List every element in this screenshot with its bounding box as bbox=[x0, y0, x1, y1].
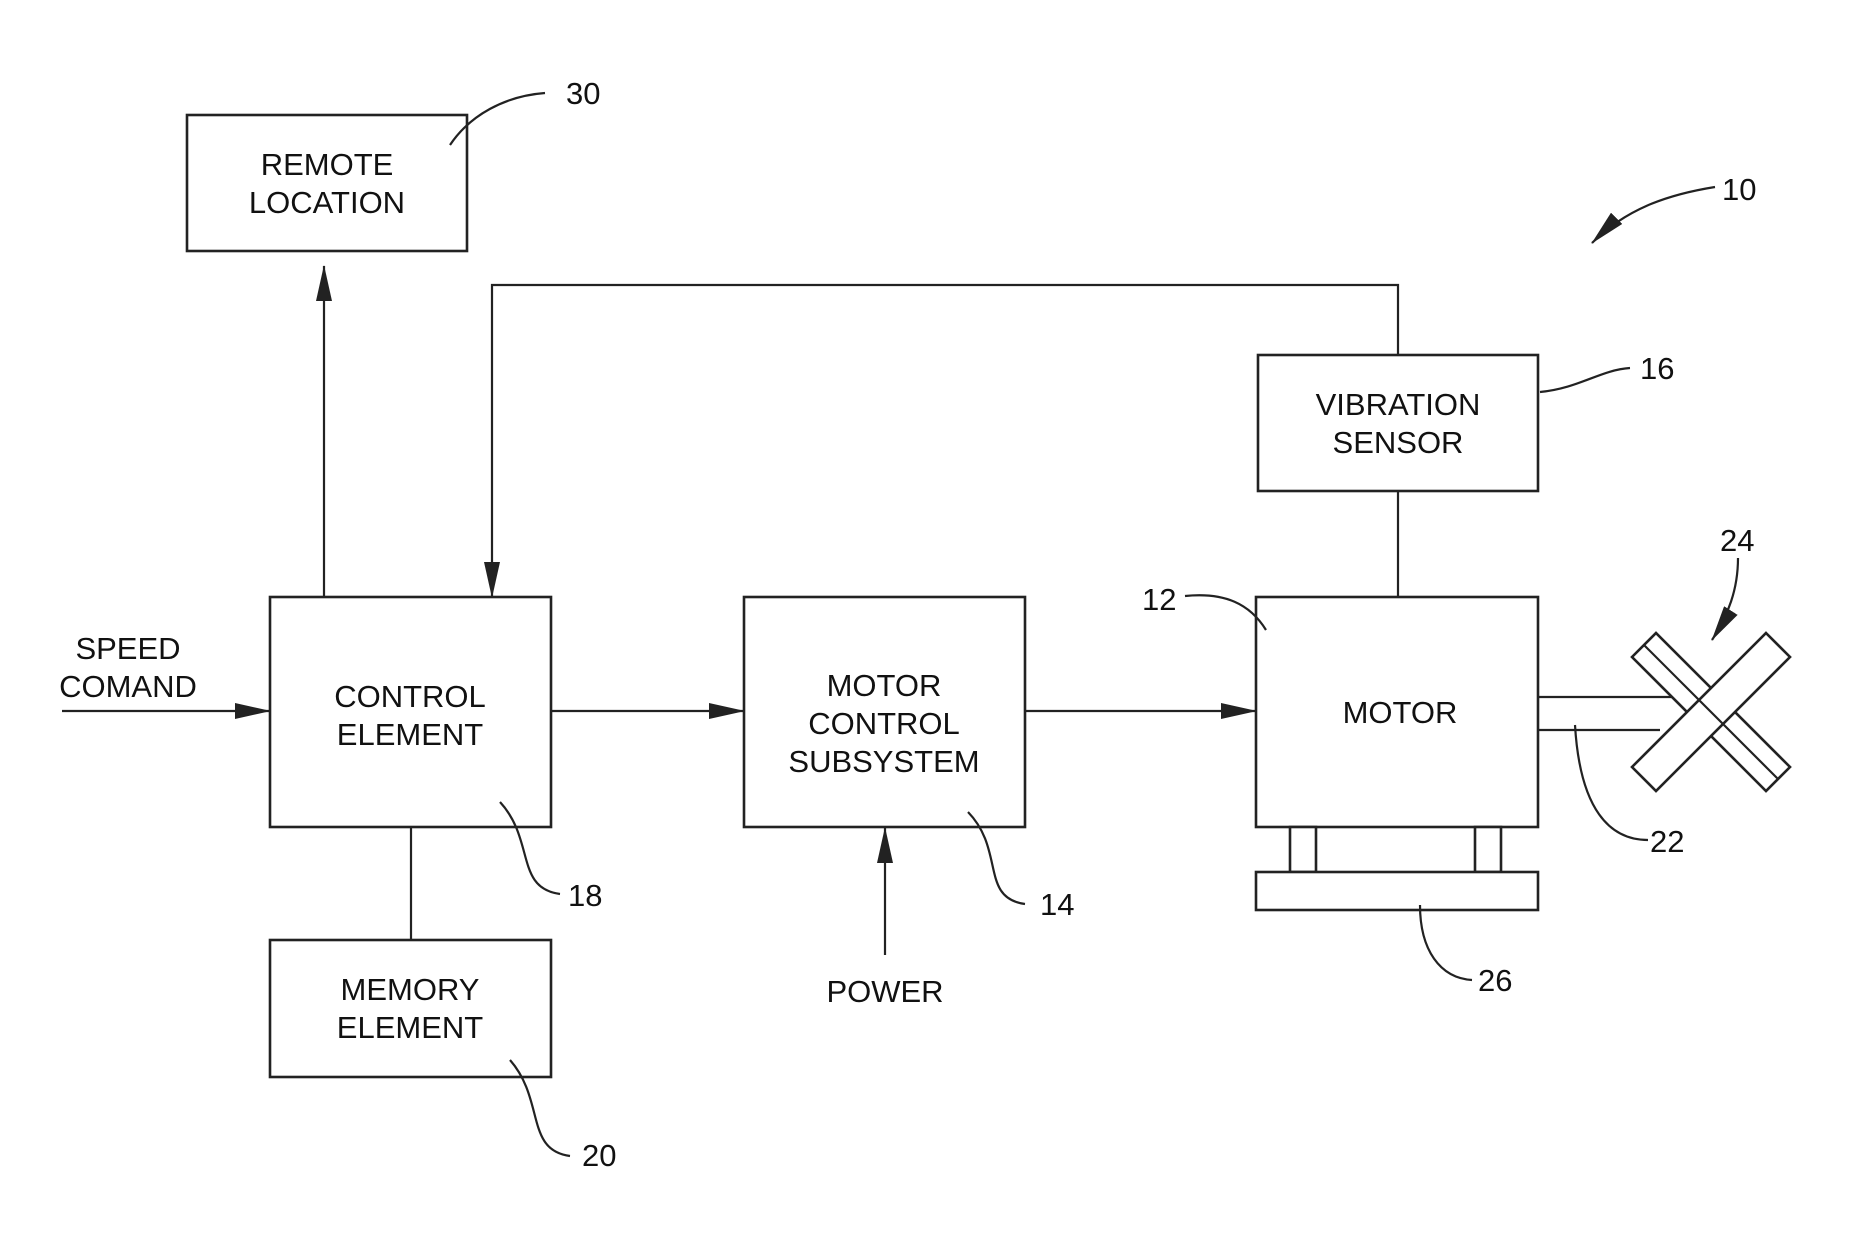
control-element-label-line-2: ELEMENT bbox=[337, 717, 483, 752]
motor-label: MOTOR bbox=[1343, 695, 1458, 730]
leader-22 bbox=[1575, 725, 1648, 840]
ref-numeral-14: 14 bbox=[1040, 887, 1074, 922]
motor-control-subsystem-label-line-2: CONTROL bbox=[808, 706, 960, 741]
leader-26 bbox=[1420, 905, 1472, 980]
motor-control-subsystem-label-line-1: MOTOR bbox=[827, 668, 942, 703]
motor-block: MOTOR bbox=[1256, 597, 1538, 827]
ref-numeral-30: 30 bbox=[566, 76, 600, 111]
speed-command-label-line-1: SPEED bbox=[75, 631, 180, 666]
vibration-sensor-label-line-2: SENSOR bbox=[1333, 425, 1464, 460]
remote-location-label-line-2: LOCATION bbox=[249, 185, 405, 220]
motor-control-subsystem-label-line-3: SUBSYSTEM bbox=[788, 744, 979, 779]
control-element-label-line-1: CONTROL bbox=[334, 679, 486, 714]
motor-base bbox=[1256, 827, 1538, 910]
ref-numeral-24: 24 bbox=[1720, 523, 1754, 558]
ref-numeral-18: 18 bbox=[568, 878, 602, 913]
leader-24 bbox=[1712, 558, 1738, 640]
speed-command-label-line-2: COMAND bbox=[59, 669, 197, 704]
memory-element-label-line-2: ELEMENT bbox=[337, 1010, 483, 1045]
memory-element-block: MEMORY ELEMENT bbox=[270, 940, 551, 1077]
memory-element-label-line-1: MEMORY bbox=[341, 972, 480, 1007]
leader-12 bbox=[1185, 595, 1266, 630]
motor-control-subsystem-block: MOTOR CONTROL SUBSYSTEM bbox=[744, 597, 1025, 827]
ref-numeral-16: 16 bbox=[1640, 351, 1674, 386]
leader-10 bbox=[1592, 187, 1715, 243]
motor-shaft bbox=[1538, 697, 1672, 730]
ref-numeral-26: 26 bbox=[1478, 963, 1512, 998]
ref-numeral-10: 10 bbox=[1722, 172, 1756, 207]
vibration-sensor-block: VIBRATION SENSOR bbox=[1258, 355, 1538, 491]
remote-location-block: REMOTE LOCATION bbox=[187, 115, 467, 251]
ref-numeral-20: 20 bbox=[582, 1138, 616, 1173]
ref-numeral-12: 12 bbox=[1142, 582, 1176, 617]
control-element-block: CONTROL ELEMENT bbox=[270, 597, 551, 827]
remote-location-label-line-1: REMOTE bbox=[261, 147, 394, 182]
leader-16 bbox=[1540, 368, 1630, 392]
fan-blades bbox=[1632, 633, 1790, 791]
vibration-sensor-label-line-1: VIBRATION bbox=[1316, 387, 1481, 422]
power-label: POWER bbox=[826, 974, 943, 1009]
ref-numeral-22: 22 bbox=[1650, 824, 1684, 859]
